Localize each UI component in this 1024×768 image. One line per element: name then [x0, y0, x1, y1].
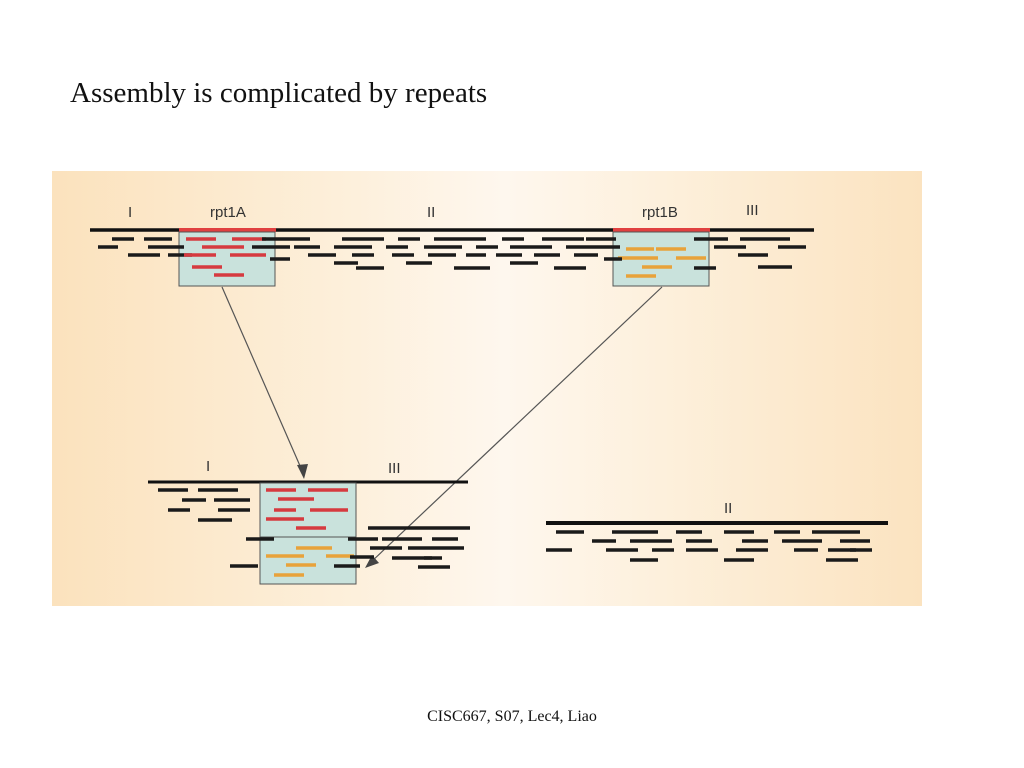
label-rpt1a: rpt1A	[210, 204, 246, 221]
label-region-3-top: III	[746, 202, 759, 219]
reads-rpt1a-overhang	[252, 237, 290, 261]
reads-region-2-top	[282, 237, 600, 270]
arrowhead-rpt1a	[297, 464, 308, 479]
reads-region-1-top	[98, 237, 192, 257]
slide-title: Assembly is complicated by repeats	[70, 77, 488, 109]
repeat-assembly-figure: I rpt1A II rpt1B III	[52, 171, 922, 606]
label-region-3-bottom: III	[388, 460, 401, 477]
label-region-2-bottom: II	[724, 500, 732, 517]
reads-rpt1a	[184, 237, 266, 277]
slide-footer: CISC667, S07, Lec4, Liao	[427, 708, 597, 725]
reads-collapsed-rpt1a	[266, 488, 348, 530]
label-region-1-bottom: I	[206, 458, 210, 475]
arrow-rpt1a-to-collapsed	[221, 286, 305, 476]
arrowhead-rpt1b	[365, 555, 379, 568]
reads-rpt1b	[618, 247, 706, 278]
reads-region-2-bottom	[546, 530, 872, 562]
label-region-2-top: II	[427, 204, 435, 221]
reads-collapsed-flanks	[158, 488, 470, 569]
repeat-assembly-diagram: I rpt1A II rpt1B III	[90, 202, 888, 585]
reads-collapsed-rpt1b	[266, 546, 354, 577]
arrow-rpt1b-to-collapsed	[369, 286, 663, 564]
repeat-box-rpt1a	[178, 231, 276, 287]
reads-region-3-top	[694, 237, 806, 269]
label-rpt1b: rpt1B	[642, 204, 678, 221]
reads-rpt1b-overhang	[586, 237, 716, 270]
label-region-1-top: I	[128, 204, 132, 221]
